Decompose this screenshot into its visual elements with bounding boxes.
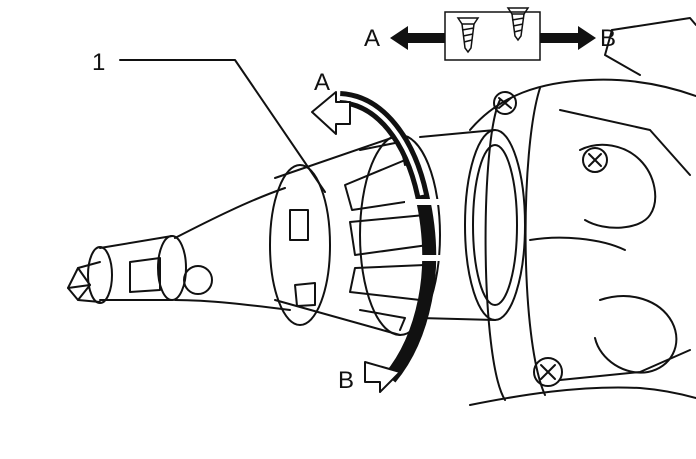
phillips-bit [67,261,101,303]
arrow-b-head-icon [364,361,401,393]
collar [419,129,526,321]
leader-line [119,59,326,193]
direction-key [390,7,596,61]
screw-head-icon [493,91,517,115]
arrow-a-head-icon [311,91,351,135]
part-1-callout: 1 [92,49,105,76]
nosepiece-cone [87,187,291,311]
screw-head-icon [533,357,563,387]
screw-head-icon [582,147,608,173]
screw-icon [506,7,530,42]
rotation-b-label: B [338,367,354,394]
key-left-label: A [364,25,380,52]
screw-icon [456,17,480,54]
arrow-right-icon [540,26,596,50]
arrow-left-icon [390,26,445,50]
key-right-label: B [600,25,616,52]
rotation-a-label: A [314,69,330,96]
key-box [444,11,541,61]
tool-housing [469,17,696,406]
rotation-arc [339,91,448,383]
